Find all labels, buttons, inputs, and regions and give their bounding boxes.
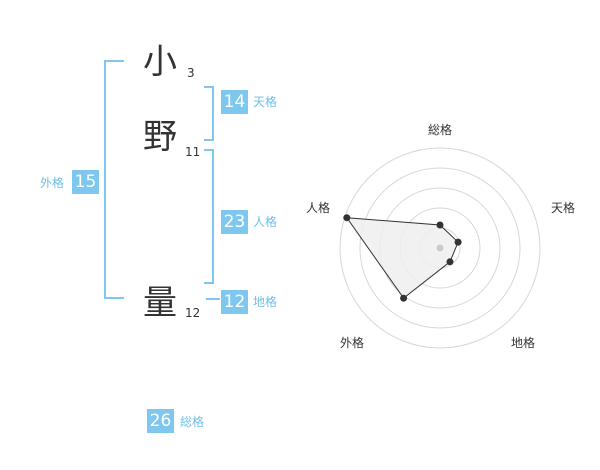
radar-axis-label: 天格 [551, 200, 575, 215]
name-char-1: 小 [143, 42, 177, 82]
chikaku-label: 地格 [253, 295, 278, 309]
stroke-count-3: 12 [185, 306, 201, 320]
gaikaku-score: 15 [72, 170, 99, 194]
radar-point [446, 258, 454, 266]
name-char-2: 野 [143, 117, 177, 157]
radar-point [343, 214, 351, 222]
jinkaku-bracket [204, 149, 214, 284]
radar-ring [359, 167, 521, 329]
tenkaku-label: 天格 [253, 95, 278, 109]
chikaku-score: 12 [221, 290, 248, 314]
soukaku-label: 総格 [180, 415, 205, 429]
radar-axis-label: 総格 [428, 122, 452, 137]
gaikaku-label: 外格 [40, 176, 65, 190]
stroke-count-2: 11 [185, 145, 201, 159]
name-char-3: 量 [143, 283, 177, 323]
radar-point [400, 294, 408, 302]
radar-ring [339, 147, 541, 349]
chikaku-connector [206, 298, 220, 300]
radar-axis-label: 外格 [340, 335, 364, 350]
jinkaku-score: 23 [221, 210, 248, 234]
radar-axis-label: 人格 [306, 200, 330, 215]
radar-center-dot [436, 244, 444, 252]
radar-polygon [345, 217, 459, 299]
radar-point [436, 221, 444, 229]
gaikaku-bracket [104, 60, 124, 299]
tenkaku-bracket [204, 86, 214, 141]
soukaku-score: 26 [147, 409, 174, 433]
radar-point [454, 238, 462, 246]
radar-axis-label: 地格 [511, 335, 535, 350]
stroke-count-1: 3 [187, 66, 195, 80]
jinkaku-label: 人格 [253, 215, 278, 229]
tenkaku-score: 14 [221, 90, 248, 114]
